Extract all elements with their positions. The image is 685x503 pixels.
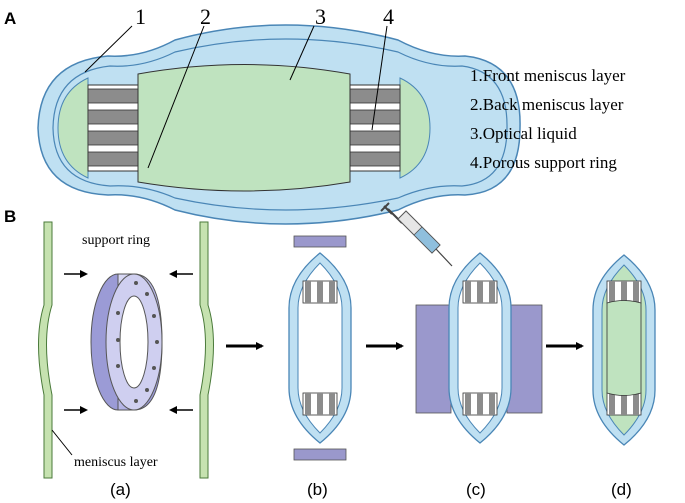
right-support-ring: [349, 84, 401, 172]
step-labels: (a) (b) (c) (d): [110, 480, 632, 499]
callout-2: 2: [200, 4, 211, 29]
meniscus-leader: [51, 429, 73, 456]
support-ring-3d: [90, 273, 163, 411]
legend: 1.Front meniscus layer 2.Back meniscus l…: [470, 66, 626, 172]
syringe-icon: [380, 202, 453, 267]
compression-arrows: [64, 270, 193, 414]
panel-a-letter: A: [4, 9, 16, 28]
legend-item-4: 4.Porous support ring: [470, 153, 617, 172]
optical-liquid: [137, 64, 351, 192]
step-d-cell: [592, 254, 656, 446]
lens-cross-section: [37, 24, 521, 225]
step-b-cell: [288, 235, 352, 461]
right-side-clamp: [506, 304, 543, 414]
support-ring-label: support ring: [82, 233, 150, 248]
left-side-clamp: [415, 304, 452, 414]
step-a-assembly: support ring meniscus layer: [38, 221, 214, 479]
left-liquid-cap: [57, 77, 89, 179]
legend-item-1: 1.Front meniscus layer: [470, 66, 626, 85]
step-c-cell: [380, 202, 543, 444]
back-meniscus-layer: [52, 38, 508, 211]
callout-4: 4: [383, 4, 394, 29]
left-support-ring: [87, 84, 139, 172]
step-label-a: (a): [110, 480, 131, 499]
meniscus-layer-label: meniscus layer: [74, 455, 158, 470]
callout-lines: [84, 25, 388, 169]
left-meniscus-sheet: [38, 221, 53, 479]
legend-item-2: 2.Back meniscus layer: [470, 95, 624, 114]
step-label-b: (b): [307, 480, 328, 499]
legend-item-3: 3.Optical liquid: [470, 124, 577, 143]
panel-b-letter: B: [4, 207, 16, 226]
callout-3: 3: [315, 4, 326, 29]
right-meniscus-sheet: [199, 221, 214, 479]
callout-1: 1: [135, 4, 146, 29]
bottom-clamp: [293, 448, 347, 461]
step-label-d: (d): [611, 480, 632, 499]
right-liquid-cap: [399, 77, 431, 179]
step-label-c: (c): [466, 480, 486, 499]
top-clamp: [293, 235, 347, 248]
